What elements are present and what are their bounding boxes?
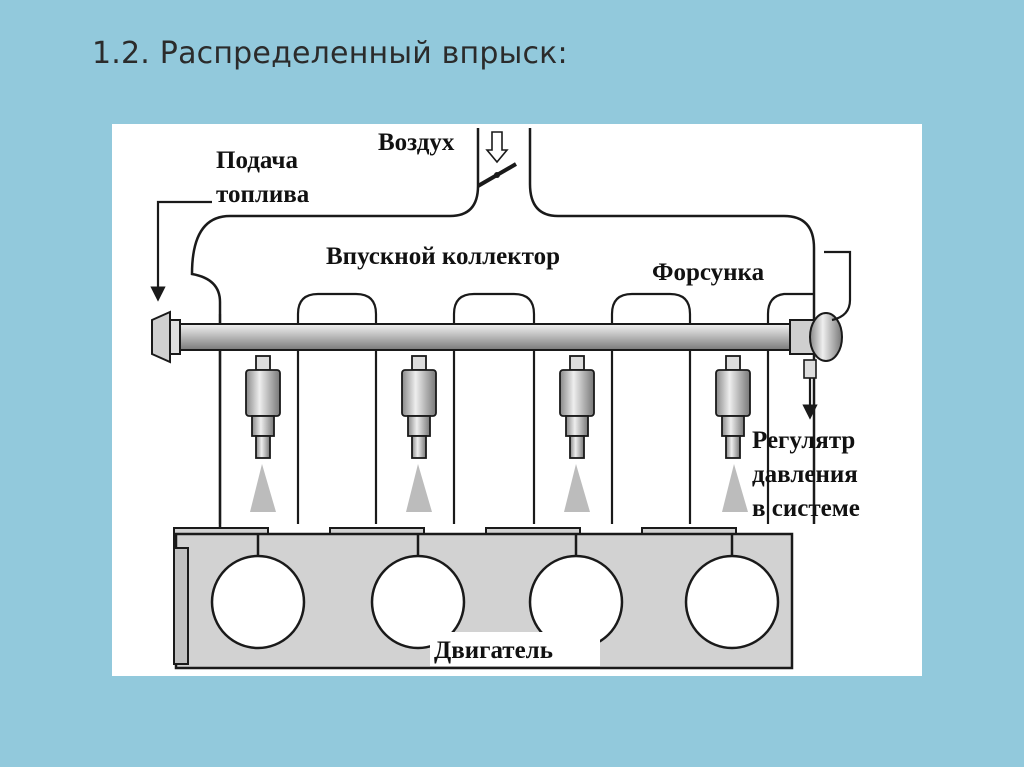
fuel-rail <box>151 310 807 364</box>
label-engine: Двигатель <box>434 637 553 664</box>
injector-4 <box>715 355 751 459</box>
injectors <box>245 355 751 459</box>
label-fuel-supply-2: топлива <box>216 181 310 208</box>
label-intake-manifold: Впускной коллектор <box>326 243 560 270</box>
air-arrow-icon <box>485 131 509 164</box>
fuel-sprays <box>250 464 748 512</box>
pressure-regulator <box>789 250 852 420</box>
label-regulator-2: давления <box>752 461 858 488</box>
throttle-valve <box>476 162 518 188</box>
injector-1 <box>245 355 281 459</box>
cylinders <box>210 534 780 650</box>
label-injector: Форсунка <box>652 259 765 286</box>
diagram-svg: Воздух Подача топлива Впускной коллектор… <box>150 128 860 670</box>
injection-diagram: Воздух Подача топлива Впускной коллектор… <box>112 124 922 676</box>
fuel-supply-line <box>150 200 212 302</box>
cylinder-1 <box>210 554 306 650</box>
label-air: Воздух <box>378 129 455 156</box>
label-regulator-1: Регулятр <box>752 427 855 454</box>
cylinder-4 <box>684 554 780 650</box>
intake-manifold-outline <box>190 128 816 534</box>
label-fuel-supply-1: Подача <box>216 147 298 174</box>
label-regulator-3: в системе <box>752 495 860 522</box>
injector-3 <box>559 355 595 459</box>
slide-title: 1.2. Распределенный впрыск: <box>92 36 568 71</box>
injector-2 <box>401 355 437 459</box>
engine-label-bg <box>430 632 600 666</box>
